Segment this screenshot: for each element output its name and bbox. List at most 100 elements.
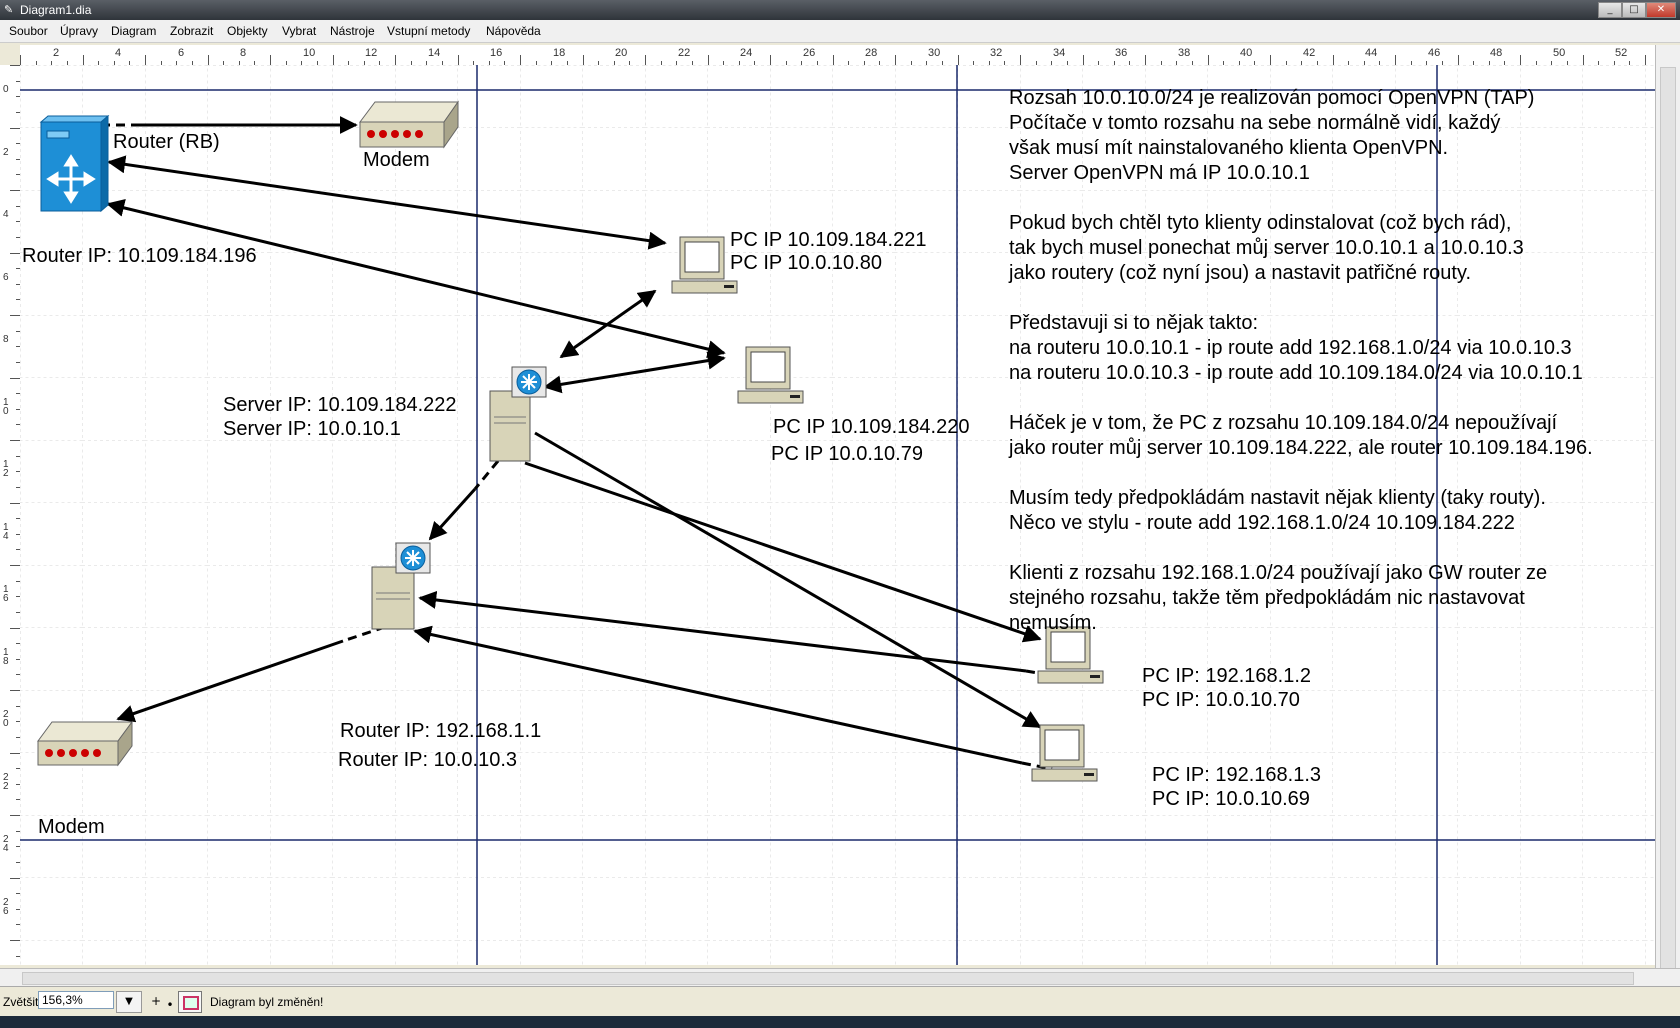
ruler-tick <box>1583 55 1584 65</box>
horizontal-scroll-thumb[interactable] <box>22 972 1634 985</box>
diagram-drawing <box>20 65 1655 965</box>
pc3-ip-label-b: PC IP: 10.0.10.70 <box>1142 689 1300 711</box>
router-rb-icon <box>39 114 110 213</box>
ruler-tick <box>1223 61 1224 65</box>
ruler-top-label: 32 <box>990 47 1003 59</box>
ruler-left-label: 8 <box>3 334 9 345</box>
menu-diagram[interactable]: Diagram <box>111 24 157 38</box>
ruler-tick <box>192 61 193 65</box>
minimize-button[interactable]: _ <box>1598 2 1622 18</box>
note-line: nemusím. <box>1009 612 1097 634</box>
ruler-left-label: 24 <box>3 834 9 854</box>
ruler-top-label: 48 <box>1490 47 1503 59</box>
modified-status-icon <box>178 991 202 1013</box>
ruler-tick <box>1114 61 1115 65</box>
ruler-left-label: 4 <box>3 209 9 220</box>
server-ip-label-b: Server IP: 10.0.10.1 <box>223 418 401 440</box>
note-line <box>1009 386 1593 411</box>
ruler-tick <box>10 690 20 691</box>
ruler-tick <box>16 331 20 332</box>
ruler-tick <box>36 61 37 65</box>
pc4-ip-label-b: PC IP: 10.0.10.69 <box>1152 788 1310 810</box>
note-line: stejného rozsahu, takže těm předpokládám… <box>1009 587 1525 609</box>
menu-upravy[interactable]: Úpravy <box>60 24 99 38</box>
ruler-tick <box>223 61 224 65</box>
menu-objekty[interactable]: Objekty <box>227 24 268 38</box>
ruler-tick <box>1364 61 1365 65</box>
ruler-top-label: 38 <box>1178 47 1191 59</box>
ruler-tick <box>1145 55 1146 65</box>
ruler-tick <box>16 409 20 410</box>
vertical-scroll-thumb[interactable] <box>1660 67 1676 974</box>
ruler-tick <box>895 55 896 65</box>
zoom-dropdown-button[interactable]: ▼ <box>116 991 142 1013</box>
ruler-tick <box>708 55 709 65</box>
ruler-tick <box>1411 61 1412 65</box>
ruler-left-label: 22 <box>3 772 9 792</box>
ruler-tick <box>520 55 521 65</box>
ruler-tick <box>16 456 20 457</box>
ruler-tick <box>1317 61 1318 65</box>
ruler-tick <box>114 61 115 65</box>
ruler-tick <box>411 61 412 65</box>
ruler-tick <box>51 61 52 65</box>
ruler-top-label: 18 <box>553 47 566 59</box>
ruler-tick <box>614 61 615 65</box>
ruler-tick <box>16 487 20 488</box>
ruler-tick <box>20 55 21 65</box>
ruler-tick <box>10 503 20 504</box>
horizontal-scrollbar[interactable] <box>0 968 1680 987</box>
pc4-icon <box>1031 724 1098 782</box>
ruler-tick <box>16 299 20 300</box>
maximize-button[interactable]: □ <box>1622 2 1646 18</box>
ruler-tick <box>833 55 834 65</box>
snap-to-grid-toggle[interactable]: + <box>150 994 162 1008</box>
ruler-tick <box>208 55 209 65</box>
ruler-tick <box>16 268 20 269</box>
snap-to-mainpoint-toggle[interactable]: • <box>166 998 174 1012</box>
vertical-scrollbar[interactable] <box>1655 45 1680 975</box>
ruler-tick <box>1395 55 1396 65</box>
server-ip-label-a: Server IP: 10.109.184.222 <box>223 394 457 416</box>
ruler-tick <box>1567 61 1568 65</box>
menu-napoveda[interactable]: Nápověda <box>486 24 541 38</box>
router-ip-label: Router IP: 10.109.184.196 <box>22 245 257 267</box>
ruler-tick <box>161 61 162 65</box>
note-line: jako routery (což nyní jsou) a nastavit … <box>1009 262 1472 284</box>
diagram-canvas[interactable]: Router (RB) Modem Router IP: 10.109.184.… <box>20 65 1655 965</box>
menu-vstupni-metody[interactable]: Vstupní metody <box>387 24 471 38</box>
note-line: Musím tedy předpokládám nastavit nějak k… <box>1009 487 1546 509</box>
ruler-tick <box>16 846 20 847</box>
router2-icon <box>371 542 431 630</box>
ruler-tick <box>1442 61 1443 65</box>
ruler-tick <box>458 55 459 65</box>
ruler-top-label: 12 <box>365 47 378 59</box>
ruler-top-label: 34 <box>1053 47 1066 59</box>
zoom-input[interactable]: 156,3% <box>38 991 114 1009</box>
pc2-ip-label-a: PC IP 10.109.184.220 <box>773 416 970 438</box>
ruler-tick <box>1192 61 1193 65</box>
ruler-tick <box>270 55 271 65</box>
ruler-tick <box>10 253 20 254</box>
ruler-tick <box>16 596 20 597</box>
close-button[interactable]: ✕ <box>1646 2 1676 18</box>
ruler-left-label: 20 <box>3 709 9 729</box>
menu-zobrazit[interactable]: Zobrazit <box>170 24 214 38</box>
ruler-tick <box>536 61 537 65</box>
ruler-tick <box>1161 61 1162 65</box>
ruler-tick <box>16 424 20 425</box>
ruler-tick <box>1067 61 1068 65</box>
ruler-tick <box>973 61 974 65</box>
ruler-tick <box>864 61 865 65</box>
ruler-tick <box>10 315 20 316</box>
ruler-tick <box>16 581 20 582</box>
menu-nastroje[interactable]: Nástroje <box>330 24 375 38</box>
menu-soubor[interactable]: Soubor <box>9 24 48 38</box>
ruler-tick <box>10 440 20 441</box>
ruler-tick <box>364 61 365 65</box>
pc1-ip-label-a: PC IP 10.109.184.221 <box>730 229 927 251</box>
ruler-tick <box>1176 61 1177 65</box>
menu-vybrat[interactable]: Vybrat <box>282 24 317 38</box>
ruler-tick <box>723 61 724 65</box>
